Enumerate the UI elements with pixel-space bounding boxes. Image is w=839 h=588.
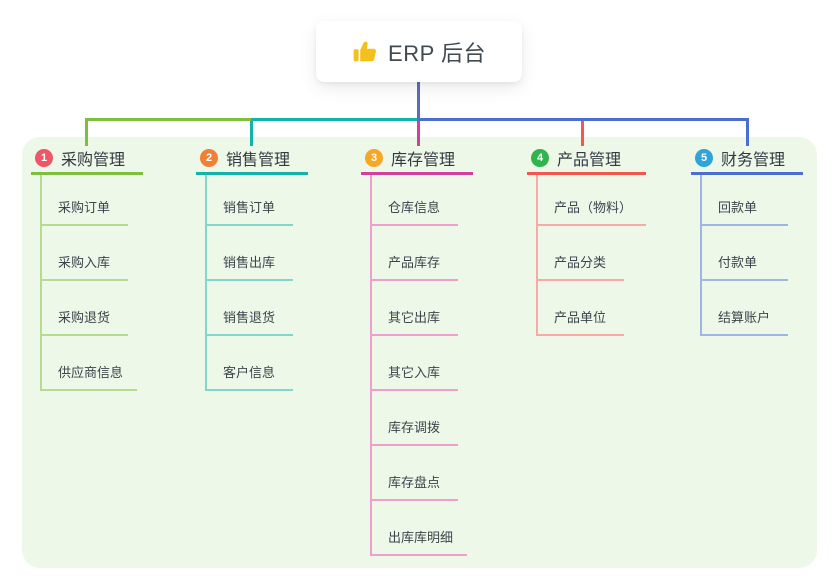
branch-children: 仓库信息产品库存其它出库其它入库库存调拨库存盘点出库库明细 — [370, 175, 468, 556]
child-item-label: 销售出库 — [223, 255, 276, 271]
connector-rail-branch-1 — [85, 118, 252, 121]
branch-head-4[interactable]: 4 产品管理 — [527, 148, 647, 175]
branch-head-5[interactable]: 5 财务管理 — [691, 148, 803, 175]
child-item[interactable]: 仓库信息 — [372, 175, 458, 226]
child-item-label: 产品（物料） — [554, 200, 633, 216]
child-item[interactable]: 客户信息 — [207, 336, 293, 391]
connector-root-line — [417, 82, 420, 121]
connector-drop-branch-1 — [85, 118, 88, 146]
child-item-label: 库存调拨 — [388, 420, 441, 436]
child-item[interactable]: 采购订单 — [42, 175, 128, 226]
child-item[interactable]: 结算账户 — [702, 281, 788, 336]
branch-children: 销售订单销售出库销售退货客户信息 — [205, 175, 293, 391]
child-item-label: 回款单 — [718, 200, 758, 216]
root-node-label: ERP 后台 — [388, 40, 486, 66]
branch-label: 销售管理 — [226, 152, 291, 169]
child-item-label: 采购入库 — [58, 255, 111, 271]
child-item[interactable]: 回款单 — [702, 175, 788, 226]
branch-label: 库存管理 — [391, 152, 456, 169]
child-item[interactable]: 产品（物料） — [538, 175, 647, 226]
child-item-label: 产品分类 — [554, 255, 607, 271]
child-item[interactable]: 销售退货 — [207, 281, 293, 336]
branch-children: 采购订单采购入库采购退货供应商信息 — [40, 175, 138, 391]
child-item-label: 付款单 — [718, 255, 758, 271]
child-item-label: 客户信息 — [223, 365, 276, 381]
child-item[interactable]: 其它入库 — [372, 336, 458, 391]
child-item[interactable]: 产品分类 — [538, 226, 624, 281]
root-node[interactable]: ERP 后台 — [316, 21, 522, 82]
child-item[interactable]: 销售出库 — [207, 226, 293, 281]
branch-head-1[interactable]: 1 采购管理 — [31, 148, 143, 175]
connector-drop-branch-2 — [250, 118, 253, 146]
child-item-label: 结算账户 — [718, 310, 771, 326]
child-item[interactable]: 付款单 — [702, 226, 788, 281]
branch-number-badge: 4 — [531, 149, 549, 167]
connector-drop-branch-4 — [581, 118, 584, 146]
child-item-label: 采购退货 — [58, 310, 111, 326]
branch-label: 财务管理 — [721, 152, 786, 169]
child-item-label: 出库库明细 — [388, 530, 454, 546]
branch-2: 2 销售管理销售订单销售出库销售退货客户信息 — [196, 148, 308, 391]
child-item-label: 销售退货 — [223, 310, 276, 326]
branch-label: 采购管理 — [61, 152, 126, 169]
thumbs-up-icon — [353, 40, 377, 61]
child-item[interactable]: 其它出库 — [372, 281, 458, 336]
child-item-label: 库存盘点 — [388, 475, 441, 491]
child-item-label: 产品单位 — [554, 310, 607, 326]
branch-1: 1 采购管理采购订单采购入库采购退货供应商信息 — [31, 148, 143, 391]
child-item[interactable]: 产品库存 — [372, 226, 458, 281]
branch-5: 5 财务管理回款单付款单结算账户 — [691, 148, 803, 336]
branch-4: 4 产品管理产品（物料） 产品分类产品单位 — [527, 148, 647, 336]
child-item-label: 其它入库 — [388, 365, 441, 381]
child-item[interactable]: 出库库明细 — [372, 501, 468, 556]
child-item[interactable]: 产品单位 — [538, 281, 624, 336]
branch-children: 产品（物料） 产品分类产品单位 — [536, 175, 647, 336]
child-item[interactable]: 供应商信息 — [42, 336, 138, 391]
branch-head-2[interactable]: 2 销售管理 — [196, 148, 308, 175]
connector-rail-branch-2 — [251, 118, 419, 121]
child-item[interactable]: 库存盘点 — [372, 446, 458, 501]
child-item[interactable]: 库存调拨 — [372, 391, 458, 446]
branch-3: 3 库存管理仓库信息产品库存其它出库其它入库库存调拨库存盘点出库库明细 — [361, 148, 473, 556]
child-item[interactable]: 采购退货 — [42, 281, 128, 336]
child-item-label: 供应商信息 — [58, 365, 124, 381]
connector-drop-branch-3 — [417, 121, 420, 146]
child-item-label: 产品库存 — [388, 255, 441, 271]
child-item-label: 其它出库 — [388, 310, 441, 326]
branch-number-badge: 3 — [365, 149, 383, 167]
branch-head-3[interactable]: 3 库存管理 — [361, 148, 473, 175]
branch-number-badge: 5 — [695, 149, 713, 167]
branch-number-badge: 2 — [200, 149, 218, 167]
branch-children: 回款单付款单结算账户 — [700, 175, 788, 336]
child-item[interactable]: 采购入库 — [42, 226, 128, 281]
connector-drop-branch-5 — [746, 118, 749, 146]
branch-number-badge: 1 — [35, 149, 53, 167]
child-item-label: 销售订单 — [223, 200, 276, 216]
branch-label: 产品管理 — [557, 152, 622, 169]
child-item-label: 仓库信息 — [388, 200, 441, 216]
branches-background-panel — [22, 137, 817, 568]
child-item[interactable]: 销售订单 — [207, 175, 293, 226]
child-item-label: 采购订单 — [58, 200, 111, 216]
connector-rail-branch-5 — [417, 118, 749, 121]
